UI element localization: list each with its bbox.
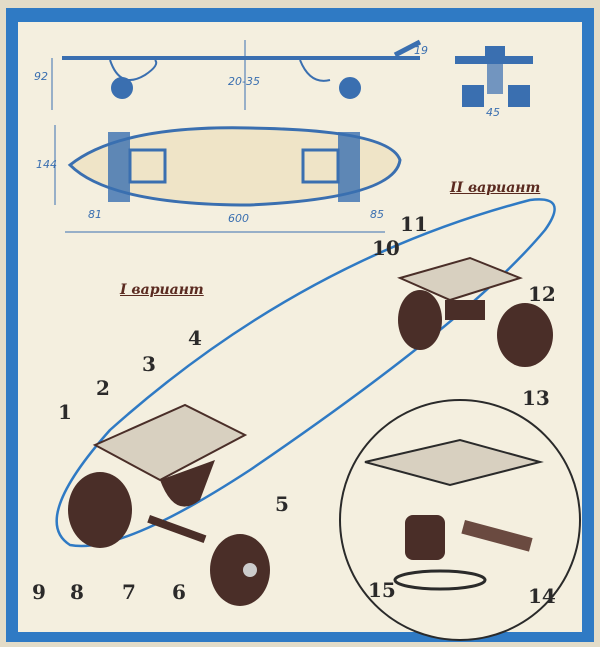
- part-5: 5: [275, 492, 289, 516]
- dim-deck-length: 600: [228, 212, 249, 225]
- front-view: [455, 46, 533, 107]
- dim-height-front: 92: [34, 70, 48, 83]
- part-6: 6: [172, 580, 186, 604]
- deck-outline: [55, 198, 556, 548]
- part-13: 13: [522, 386, 550, 410]
- part-8: 8: [70, 580, 84, 604]
- dim-rear-offset: 85: [370, 208, 384, 221]
- part-15: 15: [368, 578, 396, 602]
- part-14: 14: [528, 584, 556, 608]
- dim-tail-angle: 19: [414, 44, 428, 57]
- part-10: 10: [372, 236, 400, 260]
- side-view: [51, 39, 422, 110]
- top-view: [54, 125, 402, 233]
- part-2: 2: [96, 376, 110, 400]
- part-12: 12: [528, 282, 556, 306]
- variant-1-label: I вариант: [120, 282, 204, 298]
- variant-2-label: II вариант: [450, 180, 541, 196]
- truck-variant-1: [68, 403, 270, 606]
- truck-variant-2: [397, 256, 553, 367]
- dim-height-mid: 20-35: [228, 75, 260, 88]
- dim-truck-width: 45: [486, 106, 500, 119]
- part-3: 3: [142, 352, 156, 376]
- part-11: 11: [400, 212, 428, 236]
- part-4: 4: [188, 326, 202, 350]
- part-9: 9: [32, 580, 46, 604]
- part-1: 1: [58, 400, 72, 424]
- dim-deck-width: 144: [36, 158, 57, 171]
- detail-view: [339, 399, 581, 641]
- dim-front-offset: 81: [88, 208, 102, 221]
- part-7: 7: [122, 580, 136, 604]
